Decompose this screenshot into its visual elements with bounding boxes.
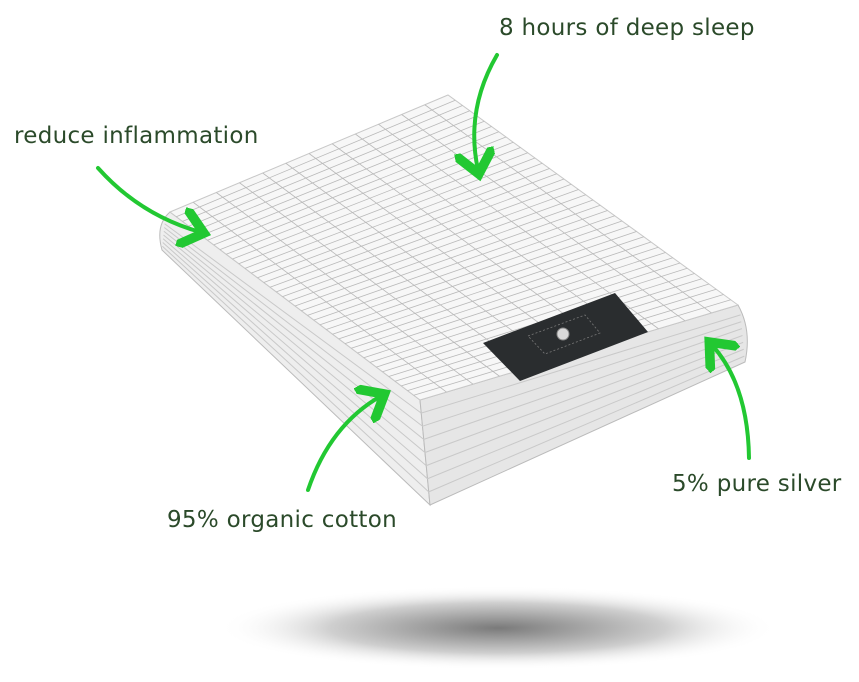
grid-line <box>338 236 644 340</box>
grid-line <box>176 99 456 218</box>
label-deep-sleep: 8 hours of deep sleep <box>499 15 755 41</box>
sheet-front-side <box>159 211 431 507</box>
grid-line <box>351 246 659 349</box>
grid-line <box>326 225 630 330</box>
patch-stitching <box>527 314 601 355</box>
grid-line <box>363 257 673 359</box>
fold-layer <box>163 234 743 454</box>
grid-line <box>357 252 666 354</box>
fold-layer <box>163 227 742 427</box>
grid-line <box>269 178 565 288</box>
grid-line <box>213 131 499 246</box>
grid-line <box>201 120 485 236</box>
folded-sheet <box>159 94 748 507</box>
grid-line <box>194 115 478 232</box>
arrow-deep-sleep <box>474 53 499 170</box>
grid-line <box>319 220 623 326</box>
arrow-cotton <box>306 396 381 492</box>
grid-line <box>288 194 586 302</box>
grid-line <box>182 105 463 222</box>
grid-line <box>294 199 594 307</box>
silver-snap-button <box>556 327 570 341</box>
grid-line <box>344 241 652 344</box>
arrow-inflammation <box>96 166 200 232</box>
grid-line <box>188 110 470 227</box>
fold-layer <box>162 242 744 480</box>
grid-line <box>332 231 637 335</box>
floor-shadow <box>218 586 778 670</box>
grid-line <box>251 162 543 274</box>
grid-line <box>257 168 550 279</box>
grid-line <box>276 183 572 293</box>
fold-layer <box>164 223 741 414</box>
grid-line <box>282 189 579 297</box>
grid-line <box>263 173 557 283</box>
fold-layer <box>162 245 745 493</box>
arrows <box>96 53 751 492</box>
arrow-silver <box>712 345 751 460</box>
grid-line <box>376 267 688 368</box>
grid-line <box>301 204 601 312</box>
grid-line <box>369 262 681 363</box>
label-reduce-inflammation: reduce inflammation <box>14 123 259 149</box>
label-organic-cotton: 95% organic cotton <box>167 507 397 533</box>
grid-line <box>313 215 615 321</box>
fold-layer <box>162 238 744 467</box>
label-pure-silver: 5% pure silver <box>672 471 842 497</box>
grid-line <box>207 126 492 241</box>
fold-layer <box>163 230 743 440</box>
grid-line <box>307 210 608 316</box>
